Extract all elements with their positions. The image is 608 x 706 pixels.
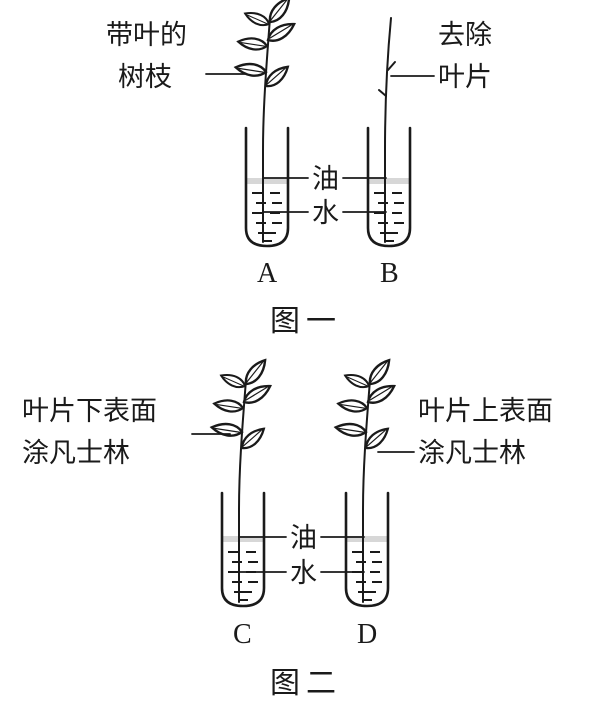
tube-label-d: D	[357, 619, 377, 650]
leafy-branch-c	[209, 356, 275, 603]
tube-c	[220, 491, 266, 608]
tube-c-water	[228, 551, 258, 601]
tube-b	[366, 126, 412, 248]
tube-label-c: C	[233, 619, 252, 650]
caption-figure-one: 图一	[270, 304, 342, 339]
label-lower-surface-line1: 叶片下表面	[22, 396, 157, 427]
figure-one: 带叶的 树枝 去除 叶片 油 水 A B 图一	[106, 0, 492, 339]
label-leafy-branch-line1: 带叶的	[106, 20, 187, 51]
caption-figure-two: 图二	[270, 666, 342, 701]
label-oil-fig1: 油	[312, 164, 339, 195]
label-oil-fig2: 油	[290, 523, 317, 554]
leafy-branch-d	[333, 356, 399, 603]
label-removed-leaves-line2: 叶片	[438, 62, 492, 93]
label-removed-leaves-line1: 去除	[438, 20, 492, 51]
label-lower-surface-line2: 涂凡士林	[22, 438, 130, 469]
tube-d-water	[352, 551, 382, 601]
tube-b-water	[374, 192, 404, 242]
tube-a	[244, 126, 290, 248]
label-water-fig2: 水	[290, 558, 317, 589]
tube-label-a: A	[257, 258, 278, 289]
tube-a-water	[252, 192, 282, 242]
label-upper-surface-line1: 叶片上表面	[418, 396, 553, 427]
tube-d	[344, 491, 390, 608]
label-upper-surface-line2: 涂凡士林	[418, 438, 526, 469]
leafy-branch-a	[233, 0, 299, 243]
bare-branch-b	[378, 17, 396, 243]
tube-label-b: B	[380, 258, 399, 289]
label-leafy-branch-line2: 树枝	[118, 62, 172, 93]
figure-two: 叶片下表面 涂凡士林 叶片上表面 涂凡士林 油 水 C D 图二	[22, 356, 553, 701]
label-water-fig1: 水	[312, 198, 339, 229]
